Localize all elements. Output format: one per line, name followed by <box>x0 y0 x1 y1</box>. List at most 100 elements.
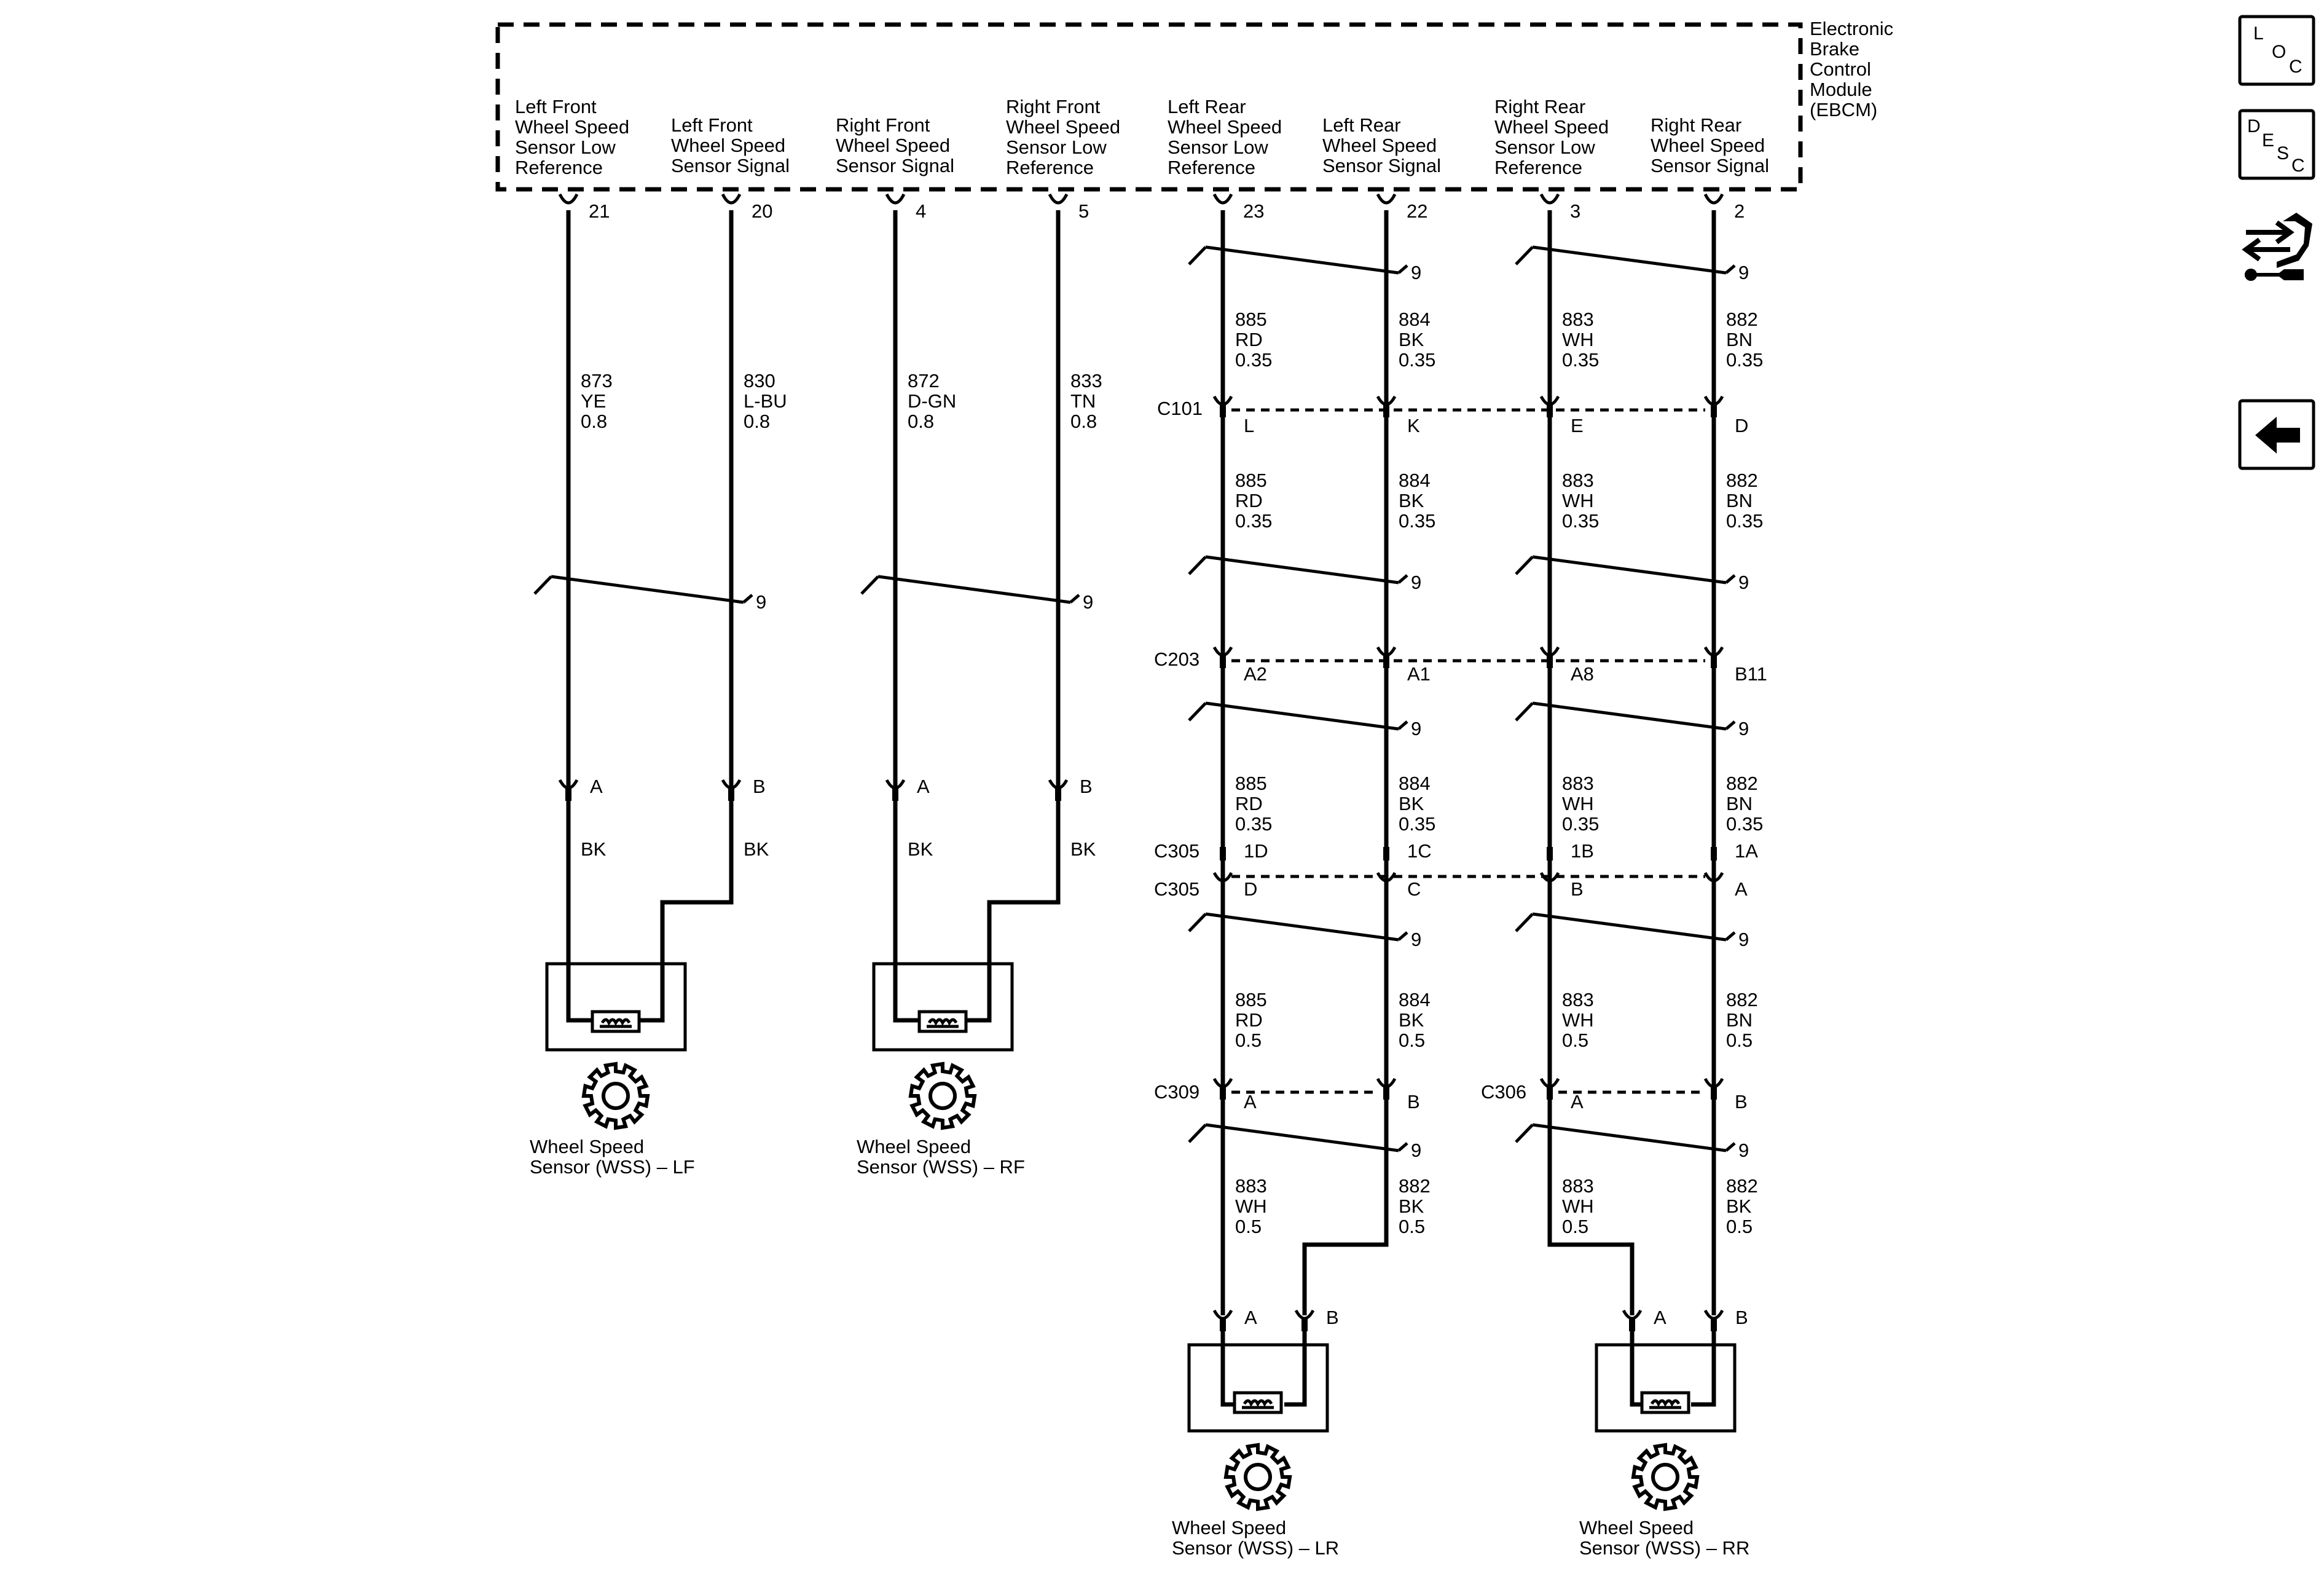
wire-label-field: BK <box>1399 793 1424 814</box>
ebcm-outline <box>495 22 1803 192</box>
wire-label-field: 0.5 <box>1726 1216 1753 1237</box>
wire-label-field: 0.5 <box>1726 1030 1753 1051</box>
sensor-pin: A <box>590 776 603 797</box>
twist-count: 9 <box>1738 572 1749 593</box>
sensor-label-line: Wheel Speed <box>1172 1517 1286 1538</box>
connector-pin <box>1212 1077 1233 1100</box>
wire-label-field: 830 <box>744 370 775 392</box>
pin-number: 21 <box>589 200 610 222</box>
sensor-label-line: Sensor (WSS) – RF <box>857 1156 1025 1178</box>
wire-label-field: WH <box>1562 1195 1594 1217</box>
sensor-label-line: Sensor (WSS) – LF <box>530 1156 695 1178</box>
connector-pin-label: C <box>1407 878 1421 900</box>
wire-label-field: 872 <box>908 370 940 392</box>
wire-label-field: 882 <box>1726 470 1758 491</box>
connector-pin-label: 1D <box>1244 840 1268 862</box>
gear-icon <box>1223 1443 1292 1511</box>
sensor-pin: B <box>753 776 766 797</box>
wire-label-field: 0.8 <box>744 411 770 432</box>
pin-label-line: Sensor Low <box>1006 136 1107 158</box>
wrench-arrows-icon[interactable] <box>2242 213 2312 281</box>
sensor-label-line: Sensor (WSS) – LR <box>1172 1537 1339 1559</box>
pin-label-line: Left Rear <box>1322 114 1401 136</box>
gear-icon <box>581 1061 650 1130</box>
module-pin <box>1212 193 1233 205</box>
sensor-label-line: Wheel Speed <box>530 1136 644 1157</box>
wire-label-field: 883 <box>1562 309 1594 330</box>
wire-label-field: BN <box>1726 1009 1753 1031</box>
pin-label-line: Wheel Speed <box>1168 116 1282 138</box>
pin-label-line: Wheel Speed <box>836 135 950 156</box>
connector-name: C305 <box>1154 840 1199 862</box>
loc-letter: C <box>2289 57 2302 77</box>
twist-count: 9 <box>1411 572 1421 593</box>
wire-label-field: 885 <box>1235 989 1267 1010</box>
back-button[interactable] <box>2238 399 2315 470</box>
twisted-pair-mark: 9 <box>533 575 766 613</box>
wire-label-field: 884 <box>1399 309 1431 330</box>
twisted-pair-mark: 9 <box>1515 701 1749 739</box>
module-name-line: (EBCM) <box>1810 99 1877 120</box>
pin-label-line: Wheel Speed <box>515 116 629 138</box>
connector-pin-label: D <box>1244 878 1257 900</box>
module-name-line: Electronic <box>1810 18 1893 39</box>
sensor-connector <box>1212 1309 1233 1331</box>
wire-label-field: L-BU <box>744 390 787 412</box>
wire-label-field: 883 <box>1235 1175 1267 1197</box>
lead-color: BK <box>908 838 933 860</box>
desc-letter: S <box>2277 143 2289 163</box>
wire-label-field: BK <box>1726 1195 1752 1217</box>
module-name-line: Control <box>1810 58 1871 80</box>
connector-pin-label: A2 <box>1244 663 1267 685</box>
twist-count: 9 <box>1411 262 1421 283</box>
module-name-line: Module <box>1810 79 1872 100</box>
connector-pin-label: A1 <box>1407 663 1431 685</box>
connector-pin <box>1376 395 1397 417</box>
pin-label-line: Wheel Speed <box>1322 135 1437 156</box>
wire-label-field: 0.35 <box>1399 813 1435 835</box>
wire-label-field: WH <box>1562 1009 1594 1031</box>
wire-label-field: 882 <box>1399 1175 1431 1197</box>
wire-label-field: 883 <box>1562 989 1594 1010</box>
sensor-connector <box>1294 1309 1315 1331</box>
loc-button[interactable]: L O C <box>2238 15 2315 86</box>
twist-count: 9 <box>1738 929 1749 950</box>
twisted-pair-mark: 9 <box>1515 1123 1749 1161</box>
sensor-label-line: Sensor (WSS) – RR <box>1579 1537 1749 1559</box>
sensor-label-line: Wheel Speed <box>857 1136 971 1157</box>
twist-count: 9 <box>1738 262 1749 283</box>
module-pin <box>1703 193 1724 205</box>
connector-name: C306 <box>1481 1081 1526 1103</box>
pin-label-line: Right Rear <box>1651 114 1741 136</box>
connector-name: C305 <box>1154 878 1199 900</box>
desc-button[interactable]: D E S C <box>2238 109 2315 180</box>
pin-label-line: Wheel Speed <box>671 135 785 156</box>
wire-label-field: 0.8 <box>581 411 607 432</box>
wire-label-field: BN <box>1726 329 1753 350</box>
module-name-line: Brake <box>1810 38 1859 60</box>
pin-label-line: Left Front <box>515 96 597 117</box>
connector-name: C101 <box>1157 398 1203 419</box>
pin-label-line: Right Rear <box>1494 96 1585 117</box>
